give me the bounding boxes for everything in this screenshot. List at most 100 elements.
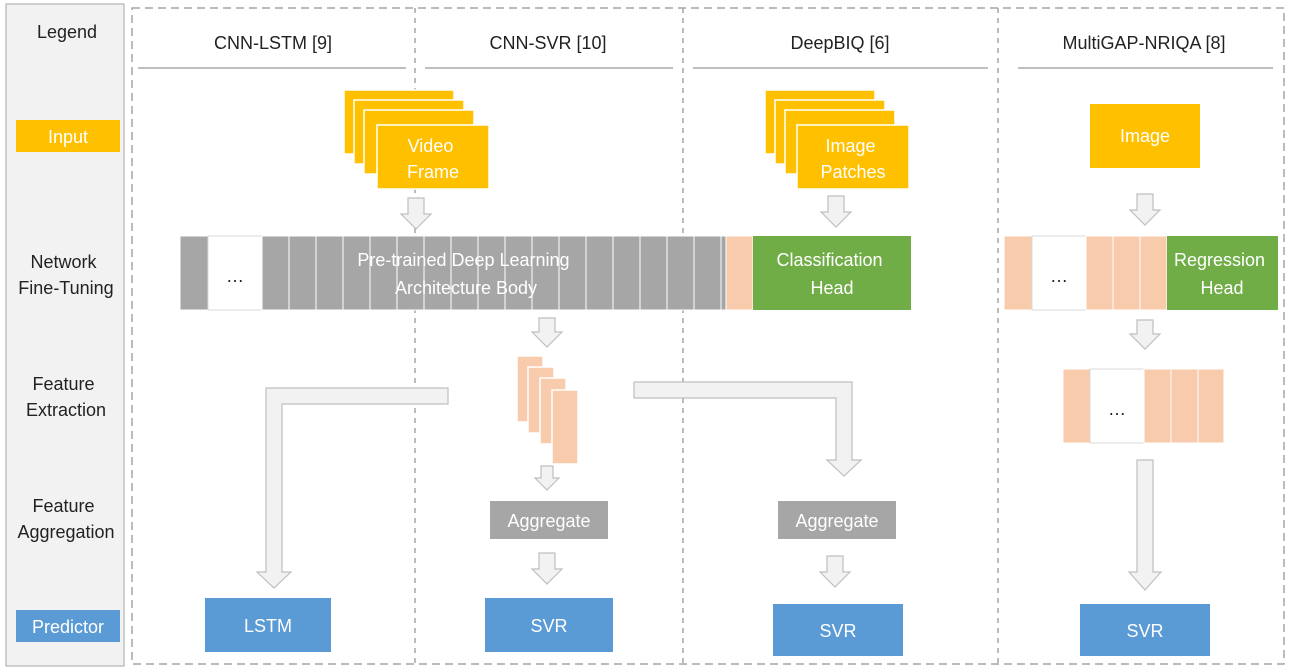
row-label-extraction: Feature Extraction (26, 374, 106, 420)
row-label-extraction-1: Feature (32, 374, 94, 394)
multigap-feature-peach (1062, 368, 1091, 444)
multigap-peach-layer (1139, 235, 1168, 311)
network-layer (369, 235, 398, 311)
methods-frame (131, 7, 1285, 665)
row-label-aggregation-1: Feature (32, 496, 94, 516)
arrow-features-to-deepbiq (633, 381, 863, 477)
image-patches-label: Image Patches (820, 136, 885, 182)
video-frame-stack (343, 89, 490, 190)
legend-input-swatch (16, 120, 120, 152)
network-layer (531, 235, 560, 311)
network-peach-layer (725, 235, 754, 311)
arrow-multigap-to-features (1128, 319, 1162, 350)
network-layer (179, 235, 209, 311)
predictor-svr-multigap-label: SVR (1126, 621, 1163, 641)
network-ellipsis: … (226, 266, 244, 286)
video-frame-label-2: Frame (407, 162, 459, 182)
row-label-fine-tuning-2: Fine-Tuning (18, 278, 113, 298)
regression-head (1167, 236, 1278, 310)
arrow-video-to-network (399, 197, 433, 230)
network-layer (342, 235, 371, 311)
legend-predictor-swatch (16, 610, 120, 642)
network-layer (477, 235, 506, 311)
multigap-feature-peach (1197, 368, 1225, 444)
shared-network: … Pre-trained Deep Learning Architecture… (179, 235, 911, 311)
multigap-network-ellipsis: … (1050, 266, 1068, 286)
network-layer (450, 235, 479, 311)
classification-head-label-2: Head (810, 278, 853, 298)
multigap-ellipsis-block (1031, 235, 1087, 311)
multigap-feature-ellipsis: … (1108, 399, 1126, 419)
multigap-feature-vector: … (1062, 368, 1225, 444)
classification-head-label-1: Classification (776, 250, 882, 270)
aggregate-box-cnn-svr (490, 501, 608, 539)
video-frame-label: Video Frame (407, 136, 459, 182)
predictor-svr-deepbiq-box (773, 604, 903, 656)
image-patches-label-2: Patches (820, 162, 885, 182)
predictor-svr-deepbiq-label: SVR (819, 621, 856, 641)
row-label-aggregation-2: Aggregation (17, 522, 114, 542)
network-body-label-1: Pre-trained Deep Learning (357, 250, 569, 270)
row-label-extraction-2: Extraction (26, 400, 106, 420)
aggregate-label-cnn-svr: Aggregate (507, 511, 590, 531)
row-label-fine-tuning-1: Network (30, 252, 97, 272)
arrow-patches-to-network (819, 195, 853, 228)
legend-input-label: Input (48, 127, 88, 147)
predictor-lstm-label: LSTM (244, 616, 292, 636)
image-input-label: Image (1120, 126, 1170, 146)
network-layer (504, 235, 533, 311)
image-input-box (1090, 104, 1200, 168)
multigap-peach-layer (1112, 235, 1141, 311)
classification-head-label: Classification Head (776, 250, 887, 298)
regression-head-label-2: Head (1200, 278, 1243, 298)
arrow-features-to-aggregate (533, 465, 561, 491)
column-title-cnn-lstm: CNN-LSTM [9] (214, 33, 332, 53)
network-layer (396, 235, 425, 311)
column-title-cnn-svr: CNN-SVR [10] (489, 33, 606, 53)
network-layer (612, 235, 641, 311)
legend-title: Legend (37, 22, 97, 42)
arrow-features-to-lstm (255, 387, 449, 589)
predictor-svr-cnn-label: SVR (530, 616, 567, 636)
column-title-deepbiq: DeepBIQ [6] (790, 33, 889, 53)
multigap-peach-layer (1085, 235, 1114, 311)
network-layer (261, 235, 290, 311)
arrow-aggregate-to-svr-deepbiq (818, 555, 852, 588)
regression-head-label-1: Regression (1174, 250, 1265, 270)
multigap-feature-ellipsis-block (1089, 368, 1145, 444)
aggregate-label-deepbiq: Aggregate (795, 511, 878, 531)
image-patches-stack (764, 89, 910, 190)
multigap-feature-peach (1170, 368, 1199, 444)
network-body-label: Pre-trained Deep Learning Architecture B… (357, 250, 574, 298)
video-frame-label-1: Video (408, 136, 454, 156)
legend-panel (5, 3, 125, 667)
network-layer (639, 235, 668, 311)
predictor-svr-multigap-box (1080, 604, 1210, 656)
classification-head (753, 236, 911, 310)
network-layer (423, 235, 452, 311)
image-patches-label-1: Image (825, 136, 875, 156)
predictor-svr-cnn-box (485, 598, 613, 652)
aggregate-box-deepbiq (778, 501, 896, 539)
network-layer (288, 235, 317, 311)
network-layer (558, 235, 587, 311)
network-layer (315, 235, 344, 311)
row-label-aggregation: Feature Aggregation (17, 496, 114, 542)
network-layer (585, 235, 614, 311)
legend-predictor-label: Predictor (32, 617, 104, 637)
multigap-peach-layer (1003, 235, 1033, 311)
network-layer (720, 235, 727, 311)
multigap-network: … Regression Head (1003, 235, 1278, 311)
arrow-multigap-to-svr (1127, 459, 1163, 591)
arrow-network-to-features (530, 317, 564, 348)
arrow-image-to-network (1128, 193, 1162, 226)
predictor-lstm-box (205, 598, 331, 652)
column-title-multigap: MultiGAP-NRIQA [8] (1062, 33, 1225, 53)
arrow-aggregate-to-svr-cnn (530, 552, 564, 585)
row-label-fine-tuning: Network Fine-Tuning (18, 252, 113, 298)
feature-map-stack (516, 355, 579, 465)
network-body-label-2: Architecture Body (395, 278, 537, 298)
multigap-feature-peach (1143, 368, 1172, 444)
network-layer (693, 235, 722, 311)
regression-head-label: Regression Head (1174, 250, 1270, 298)
